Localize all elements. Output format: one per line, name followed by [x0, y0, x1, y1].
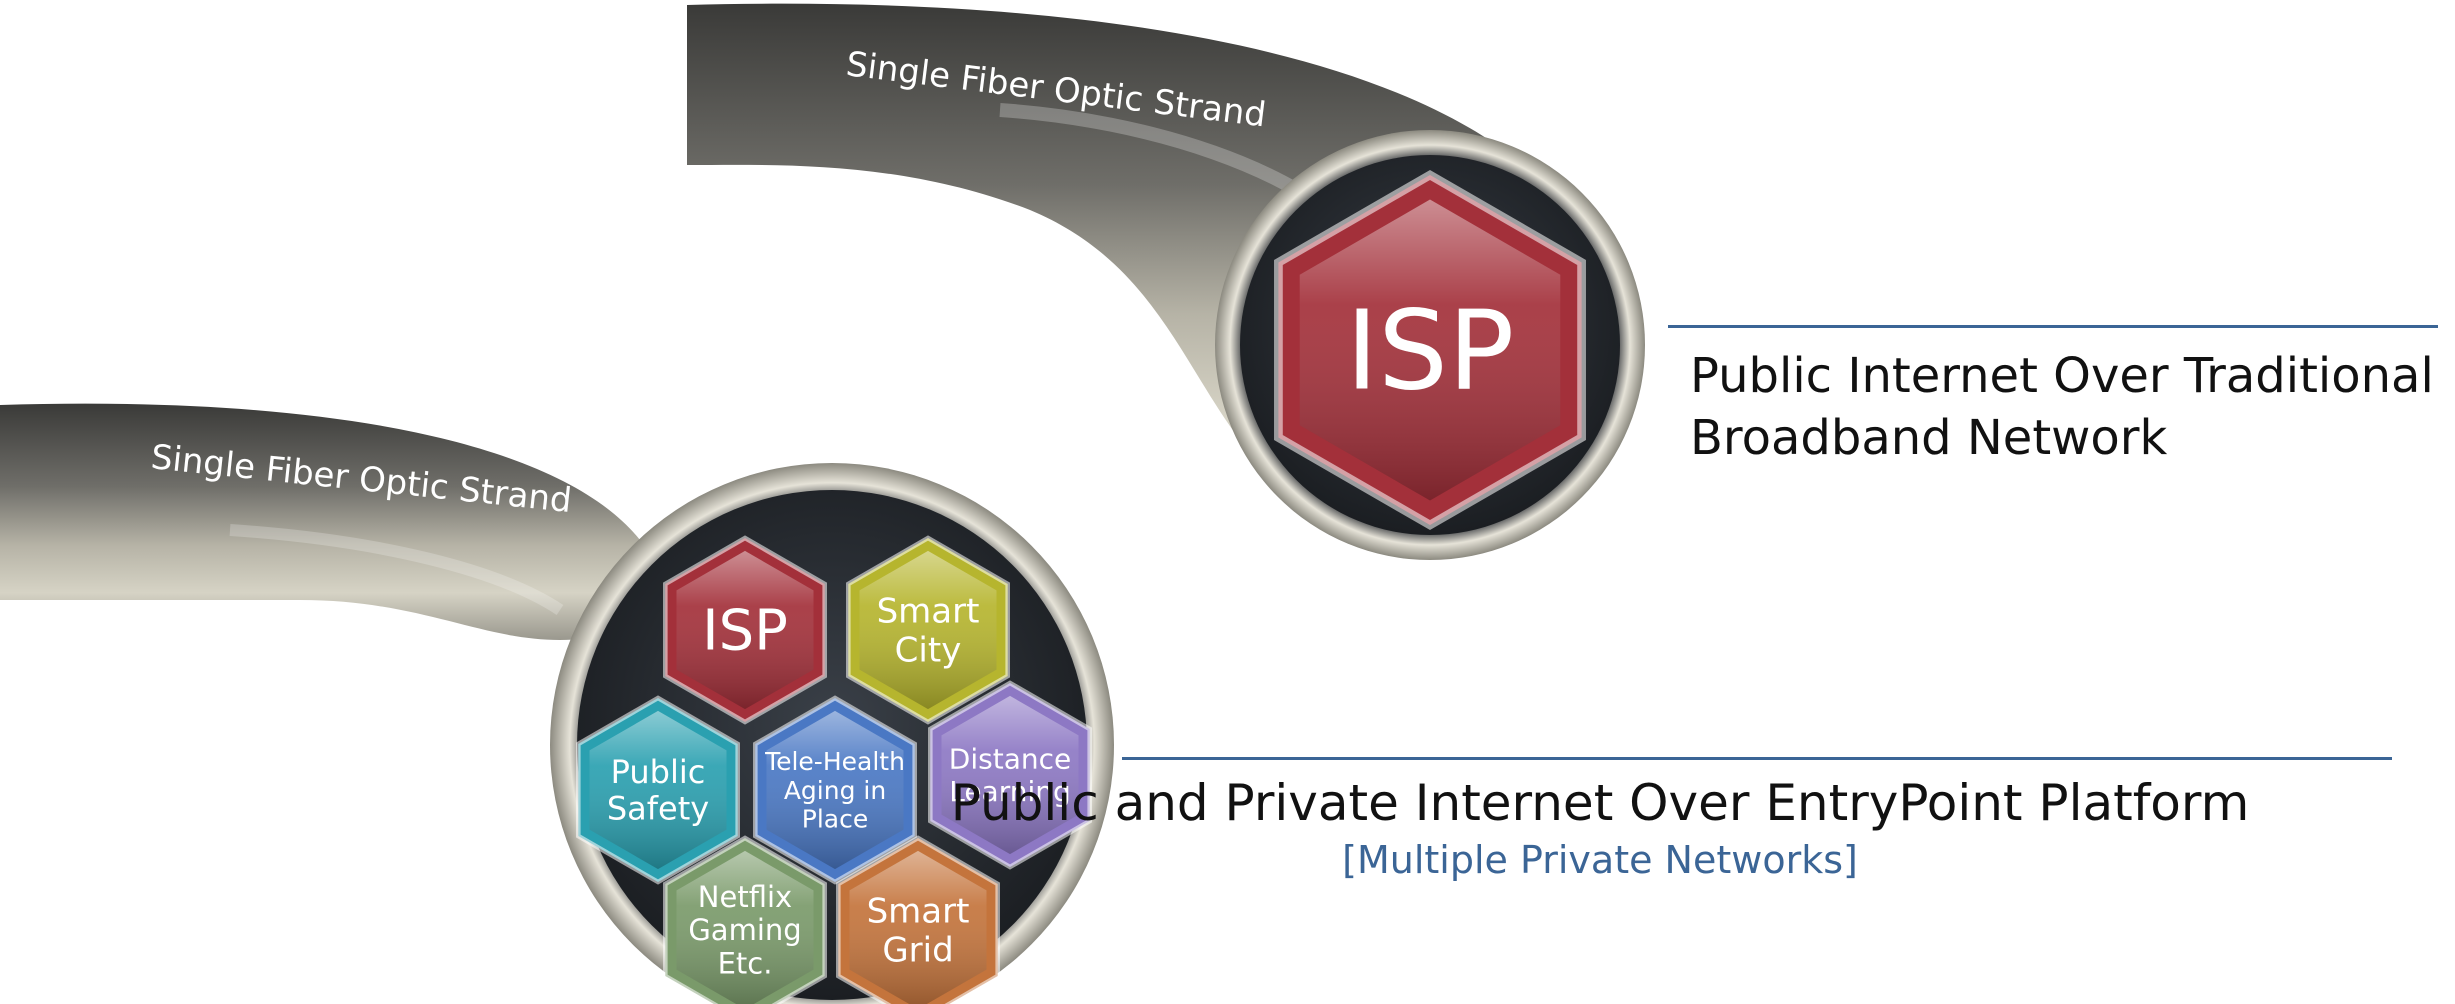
top-caption: Public Internet Over Traditional Broadba… — [1690, 345, 2450, 469]
top-caption-rule — [1668, 325, 2438, 328]
distance-learning-label-line-1: Distance — [949, 743, 1071, 776]
isp-hexagon: ISP — [662, 535, 828, 725]
bottom-subcaption: [Multiple Private Networks] — [1342, 838, 1858, 882]
netflix-gaming-label-line-2: Gaming — [688, 913, 801, 947]
tele-health-label-line-1: Tele-Health — [764, 747, 905, 776]
smart-city-label-line-1: Smart — [877, 591, 980, 631]
bottom-caption: Public and Private Internet Over EntryPo… — [950, 774, 2250, 832]
netflix-gaming-label-line-3: Etc. — [718, 947, 773, 981]
isp-core-hexagon: ISP — [1274, 169, 1586, 531]
smart-grid-label-line-2: Grid — [882, 930, 953, 970]
smart-city-label-line-2: City — [895, 630, 962, 670]
tele-health-label-line-3: Place — [802, 805, 868, 834]
isp-label-line-1: ISP — [702, 599, 788, 664]
public-safety-label-line-1: Public — [611, 753, 706, 791]
top-caption-line2: Broadband Network — [1690, 410, 2168, 466]
bottom-caption-rule — [1122, 757, 2392, 760]
smart-grid-label-line-1: Smart — [867, 891, 970, 931]
distance-learning-label-line-2: Learning — [949, 775, 1071, 808]
tele-health-label-line-2: Aging in — [784, 776, 886, 805]
public-safety-label-line-2: Safety — [607, 790, 709, 828]
isp-core-label-line-1: ISP — [1346, 287, 1515, 415]
top-caption-line1: Public Internet Over Traditional — [1690, 348, 2434, 404]
isp-core-hexagon: ISP — [1274, 169, 1586, 531]
netflix-gaming-label-line-1: Netflix — [698, 880, 792, 914]
